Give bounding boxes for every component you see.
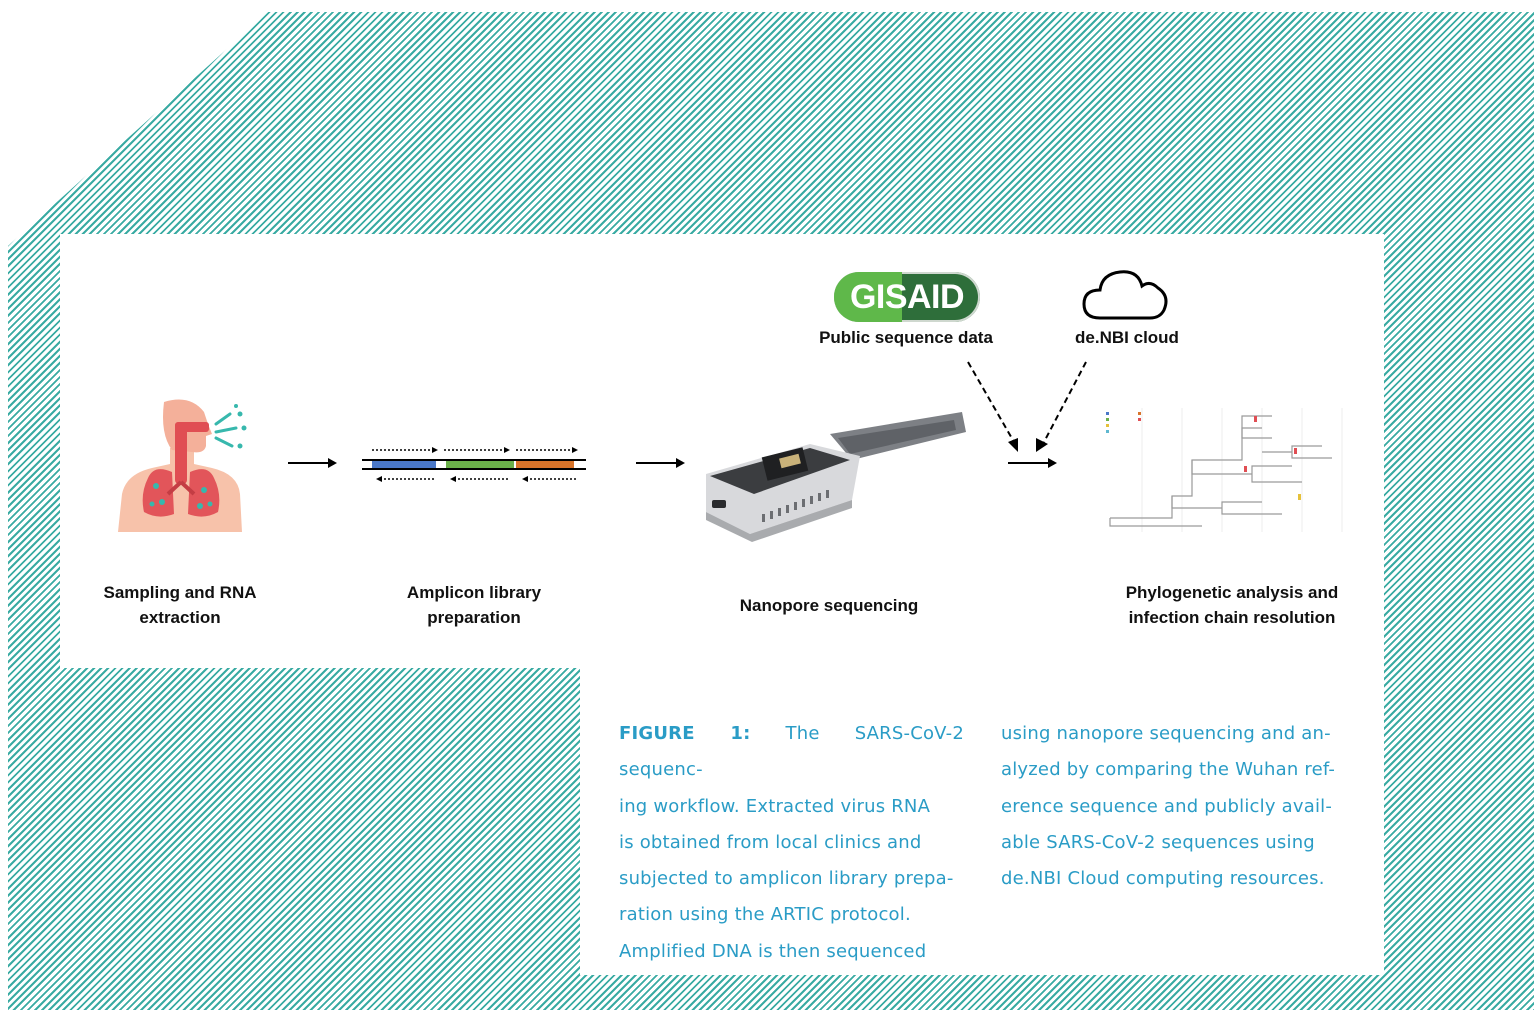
human-respiratory-icon (118, 399, 247, 532)
step-amplicon-label: Amplicon library preparation (406, 583, 542, 627)
caption-column-1: FIGURE 1: The SARS-CoV-2 sequenc- ing wo… (619, 716, 964, 970)
caption-lead: FIGURE 1: (619, 723, 751, 744)
caption-text-1: The SARS-CoV-2 sequenc- ing workflow. Ex… (619, 723, 964, 962)
cloud-icon (1082, 270, 1168, 320)
step-sampling-label: Sampling and RNA extraction (103, 583, 257, 627)
public-sequence-data-label: Public sequence data (819, 328, 993, 347)
step-nanopore-label: Nanopore sequencing (739, 596, 919, 615)
phylogenetic-tree-icon (1102, 408, 1366, 532)
step-phylo-label: Phylogenetic analysis and infection chai… (1125, 583, 1339, 627)
denbi-cloud-label: de.NBI cloud (1075, 328, 1179, 347)
dashed-arrows (967, 361, 1087, 452)
caption-panel (580, 660, 1384, 975)
arrow-right-icon (636, 458, 685, 468)
gisaid-logo: GISAID (834, 272, 980, 322)
amplicon-strands-icon (362, 447, 586, 482)
nanopore-device-icon (706, 412, 966, 542)
gisaid-logo-text: GISAID (849, 278, 965, 316)
arrow-right-icon (288, 458, 337, 468)
caption-column-2: using nanopore sequencing and an- alyzed… (1001, 723, 1336, 890)
arrow-right-icon (1008, 458, 1057, 468)
